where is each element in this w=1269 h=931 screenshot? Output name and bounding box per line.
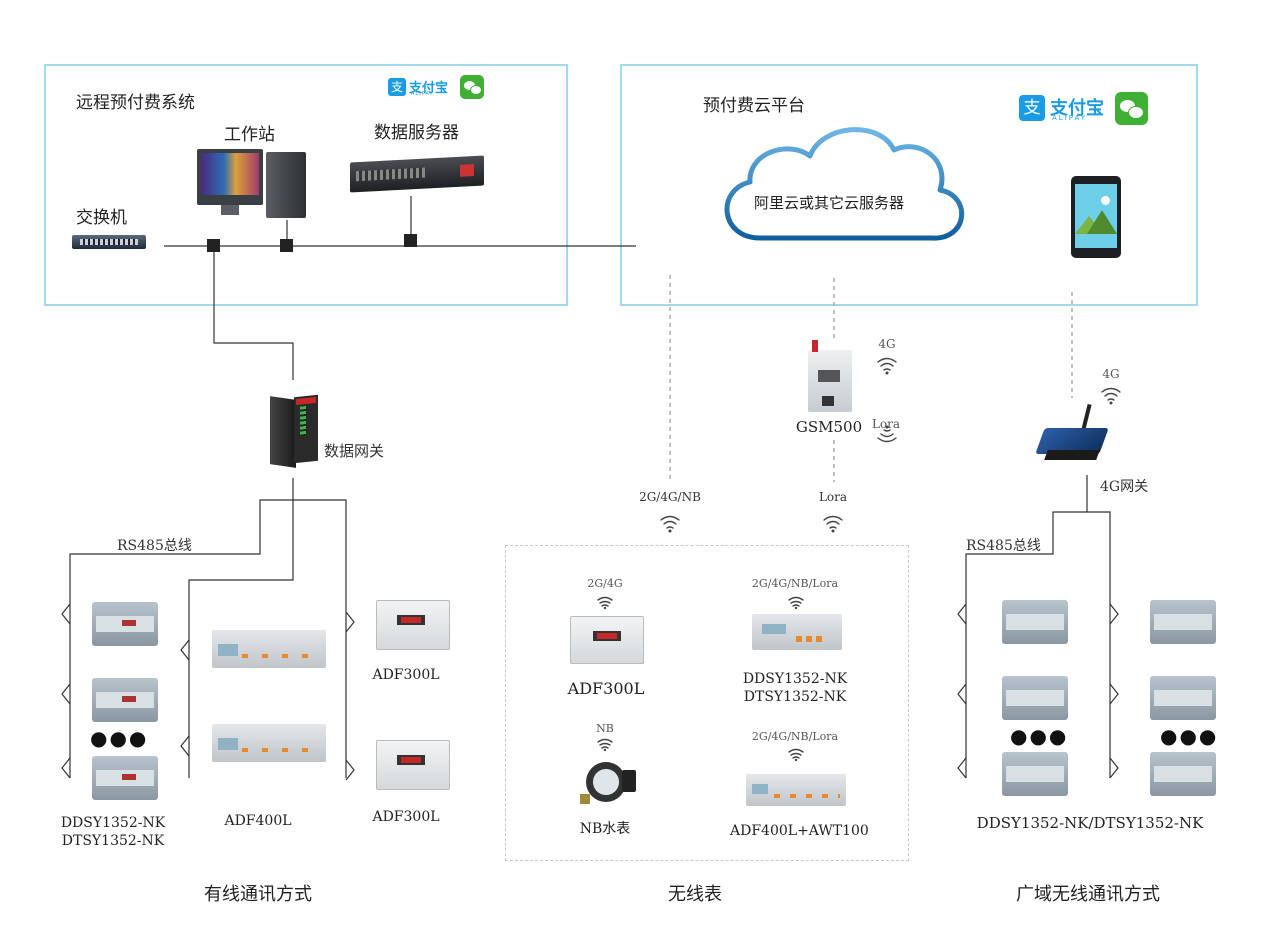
- wan-section-title: 广域无线通讯方式: [1016, 884, 1160, 905]
- alipay-sub: ALIPAY: [1052, 114, 1088, 122]
- rs485-bus-label-wired: RS485总线: [117, 538, 192, 554]
- gsm500-device-icon: [808, 340, 852, 412]
- wan-meter-b3: [1150, 752, 1216, 796]
- wan-meter-a1: [1002, 600, 1068, 644]
- alipay-logo-left: 支 支付宝 ALIPAY: [388, 78, 454, 98]
- 4g-gateway-icon: [1035, 403, 1109, 470]
- item2-label: DDSY1352-NK DTSY1352-NK: [742, 671, 848, 705]
- ellipsis-dots-wan-b: ●●●: [1160, 724, 1219, 748]
- wechat-icon-right: [1115, 92, 1148, 125]
- alipay-text: 支付宝: [409, 81, 449, 96]
- item3-label: NB水表: [579, 821, 631, 837]
- rs485-bus-label-wan: RS485总线: [966, 538, 1041, 554]
- alipay-icon: 支: [1019, 95, 1045, 121]
- remote-prepay-system-box: [44, 64, 568, 306]
- wired-section-title: 有线通讯方式: [204, 884, 312, 905]
- alipay-text: 支付宝: [1050, 98, 1104, 119]
- wechat-icon-left: [460, 75, 484, 99]
- meter-col3-top-label: ADF300L: [372, 667, 440, 683]
- meter-adf300l-2: [376, 740, 450, 790]
- wan-4g-label: 4G: [1102, 367, 1120, 381]
- wan-meter-a3: [1002, 752, 1068, 796]
- wireless-adf400l-icon: [746, 774, 846, 806]
- meter-ddsy-3: [92, 756, 158, 800]
- remote-prepay-title: 远程预付费系统: [76, 93, 195, 113]
- nb-water-meter-icon: [580, 758, 638, 810]
- switch-label: 交换机: [76, 208, 127, 228]
- wireless-adf300l-icon: [570, 616, 644, 664]
- item1-tag: 2G/4G: [587, 577, 623, 590]
- gsm500-label: GSM500: [795, 418, 863, 436]
- item3-tag: NB: [596, 722, 614, 735]
- meter-col2-label: ADF400L: [224, 813, 292, 829]
- gsm-lora-label: Lora: [871, 417, 901, 431]
- meter-ddsy-1: [92, 602, 158, 646]
- alipay-icon: 支: [388, 78, 406, 96]
- alipay-logo-right: 支 支付宝 ALIPAY: [1019, 95, 1115, 123]
- meter-adf400l-2: [212, 724, 326, 762]
- workstation-label: 工作站: [224, 125, 275, 145]
- cloud-platform-title: 预付费云平台: [703, 96, 805, 116]
- wan-meter-b2: [1150, 676, 1216, 720]
- wireless-section-title: 无线表: [668, 884, 722, 905]
- data-gateway-label: 数据网关: [324, 442, 385, 460]
- cloud-server-label: 阿里云或其它云服务器: [754, 194, 905, 212]
- meter-ddsy-2: [92, 678, 158, 722]
- gsm-4g-label: 4G: [878, 337, 896, 351]
- network-switch-icon: [72, 235, 146, 249]
- wan-meters-label: DDSY1352-NK/DTSY1352-NK: [976, 814, 1204, 832]
- wan-meter-a2: [1002, 676, 1068, 720]
- item4-label: ADF400L+AWT100: [730, 823, 869, 839]
- meter-col3-bottom-label: ADF300L: [372, 809, 440, 825]
- ellipsis-dots-wan-a: ●●●: [1010, 724, 1069, 748]
- wireless-meter-box: [505, 545, 909, 861]
- item2-tag: 2G/4G/NB/Lora: [751, 577, 839, 590]
- link-label-lora: Lora: [818, 490, 848, 504]
- workstation-tower-icon: [266, 152, 306, 218]
- wireless-ddsy-icon: [752, 614, 842, 650]
- data-server-label: 数据服务器: [374, 123, 459, 143]
- ellipsis-dots: ●●●: [90, 726, 149, 750]
- tablet-icon: [1071, 176, 1121, 258]
- wan-meter-b1: [1150, 600, 1216, 644]
- item1-label: ADF300L: [567, 679, 645, 698]
- meter-adf400l-1: [212, 630, 326, 668]
- meter-col1-label: DDSY1352-NK DTSY1352-NK: [60, 815, 166, 849]
- alipay-sub: ALIPAY: [411, 91, 434, 97]
- cloud-platform-box: [620, 64, 1198, 306]
- meter-adf300l-1: [376, 600, 450, 650]
- 4g-gateway-label: 4G网关: [1100, 479, 1149, 495]
- item4-tag: 2G/4G/NB/Lora: [751, 730, 839, 743]
- link-label-2g4gnb: 2G/4G/NB: [639, 490, 701, 504]
- workstation-monitor-icon: [197, 149, 263, 215]
